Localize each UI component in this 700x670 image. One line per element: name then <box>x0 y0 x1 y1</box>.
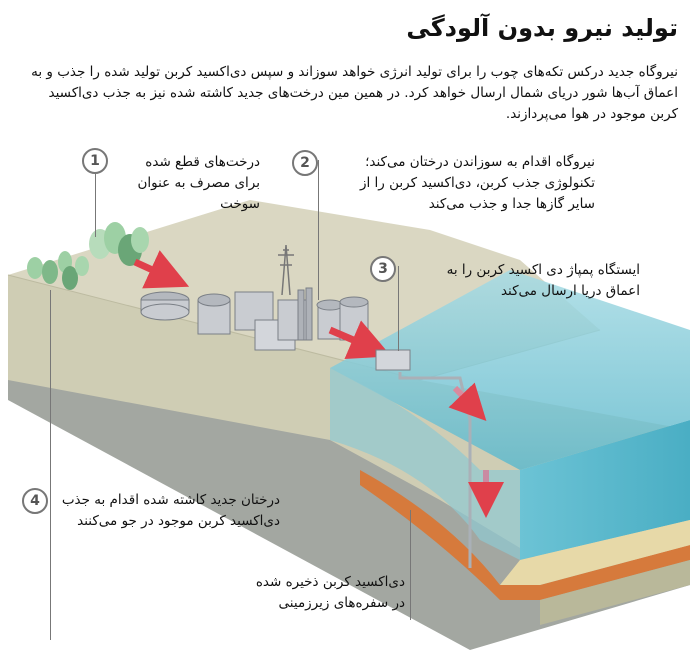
callout-4-number: 4 <box>22 488 48 514</box>
sea-side <box>520 420 690 560</box>
callout-3-number: 3 <box>370 256 396 282</box>
callout-1-leader <box>95 172 96 237</box>
co2-pipeline <box>398 372 472 568</box>
storage-leader <box>410 510 411 620</box>
fuel-trees <box>89 222 149 266</box>
callout-2-text: نیروگاه اقدام به سوزاندن درختان می‌کند؛ … <box>360 154 595 212</box>
descend-arrow-1 <box>448 382 487 422</box>
callout-2-number: 2 <box>292 150 318 176</box>
electricity-pylon <box>278 244 294 296</box>
callout-4-leader <box>50 290 51 640</box>
callout-3-leader <box>398 266 399 351</box>
callout-1-number: 1 <box>82 148 108 174</box>
callout-4-text: درختان جدید کاشته شده اقدام به جذب دی‌اک… <box>61 492 280 529</box>
planted-trees <box>27 251 89 290</box>
storage-layer <box>360 470 690 600</box>
callout-2-leader <box>318 160 319 300</box>
callout-3-text: ایستگاه پمپاژ دی اکسید کربن را به اعماق … <box>446 262 640 299</box>
fuel-arrow <box>133 250 190 289</box>
storage-label: دی‌اکسید کربن ذخیره شده در سفره‌های زیرز… <box>255 574 405 611</box>
pumping-station <box>375 349 411 371</box>
intro-text: نیروگاه جدید درکس تکه‌های چوب را برای تو… <box>31 64 678 122</box>
sea-surface <box>330 270 690 470</box>
co2-arrow <box>328 320 392 360</box>
page-title: تولید نیرو بدون آلودگی <box>406 14 678 42</box>
callout-1-text: درخت‌های قطع شده برای مصرف به عنوان سوخت <box>137 154 260 212</box>
